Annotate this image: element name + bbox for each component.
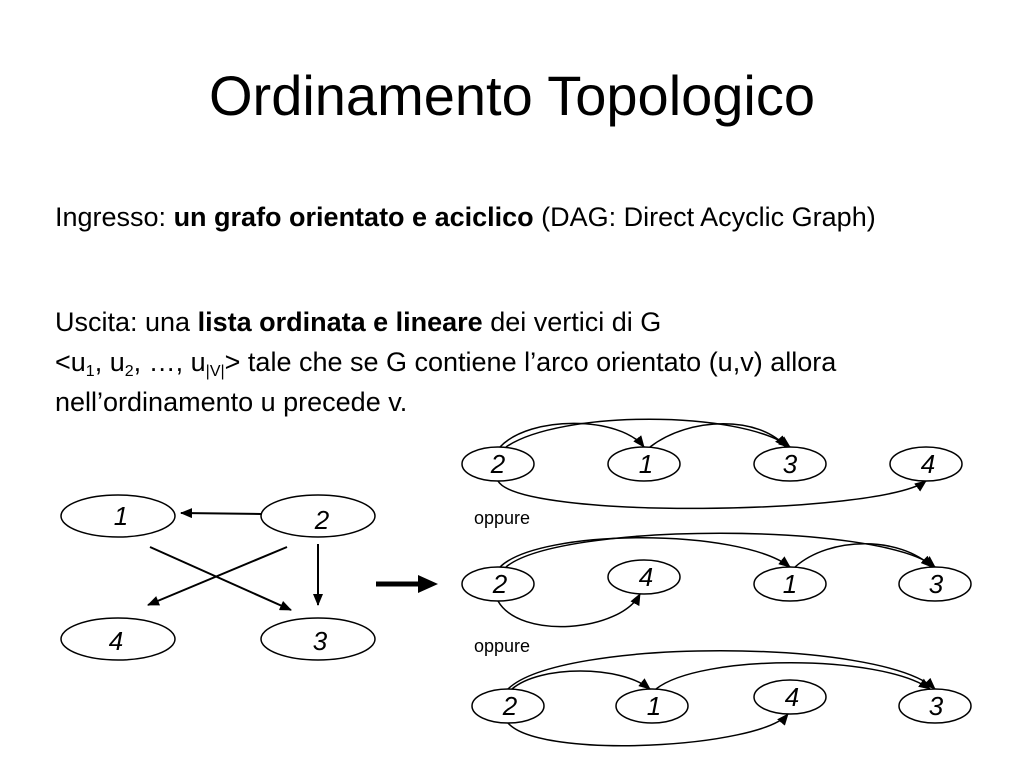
- ordering-2-node-a-label: 2: [492, 569, 508, 599]
- ordering-3-arc-2-1: [511, 670, 651, 690]
- output-description: Uscita: una lista ordinata e lineare dei…: [55, 302, 985, 422]
- graph-node-4: 4: [60, 617, 176, 661]
- ordering-1-node-a: 2: [461, 446, 535, 482]
- ordering-3-node-a-label: 2: [502, 691, 518, 721]
- graph-node-1: 1: [60, 494, 176, 538]
- ordering-1-node-c: 3: [753, 446, 827, 482]
- output-line2-rest: > tale che se G contiene l’arco orientat…: [55, 347, 837, 417]
- ordering-1-arc-2-4: [497, 480, 927, 510]
- ordering-2-arc-2-3: [505, 532, 936, 568]
- ordering-1-node-b: 1: [607, 446, 681, 482]
- oppure-label-1: oppure: [474, 508, 530, 528]
- tuple-open: <u: [55, 347, 86, 377]
- ordering-3-node-a: 2: [471, 688, 545, 724]
- oppure-label-2: oppure: [474, 636, 530, 656]
- source-graph: 1 2 4 3: [60, 494, 376, 661]
- ordering-3-node-d-label: 3: [929, 691, 944, 721]
- output-prefix: Uscita: una: [55, 307, 198, 337]
- tuple-sep-1: , u: [94, 347, 125, 377]
- ordering-2-node-d-label: 3: [929, 569, 944, 599]
- ordering-2-arc-2-1: [499, 537, 791, 568]
- ordering-3-arc-2-4: [507, 713, 789, 747]
- input-suffix: (DAG: Direct Acyclic Graph): [533, 202, 876, 232]
- ordering-2-node-c-label: 1: [783, 569, 797, 599]
- input-prefix: Ingresso:: [55, 202, 174, 232]
- ordering-1-node-d: 4: [889, 446, 963, 482]
- graph-node-2: 2: [260, 494, 376, 538]
- ordering-2: 2 4 1 3: [461, 532, 972, 628]
- ordering-1: 2 1 3 4: [461, 418, 963, 510]
- ordering-2-node-b: 4: [607, 559, 681, 595]
- output-line1-rest: dei vertici di G: [482, 307, 662, 337]
- ordering-3-arc-1-3: [655, 662, 931, 690]
- ordering-3-node-b-label: 1: [647, 691, 661, 721]
- sub-v: |V|: [205, 363, 225, 380]
- ordering-1-node-b-label: 1: [639, 449, 653, 479]
- ordering-3: 2 1 4 3: [471, 650, 972, 747]
- sub-2: 2: [124, 363, 134, 380]
- result-arrow: [376, 575, 438, 593]
- edge-2-1: [180, 508, 262, 519]
- ordering-3-node-d: 3: [898, 688, 972, 724]
- ordering-1-arc-1-3: [649, 423, 787, 448]
- sub-1: 1: [85, 363, 95, 380]
- slide-title: Ordinamento Topologico: [208, 64, 816, 127]
- output-bold: lista ordinata e lineare: [197, 307, 483, 337]
- graph-node-1-label: 1: [114, 501, 128, 531]
- ordering-3-node-b: 1: [615, 688, 689, 724]
- edge-1-3: [149, 546, 292, 611]
- ordering-1-node-a-label: 2: [490, 449, 506, 479]
- ordering-2-node-d: 3: [898, 566, 972, 602]
- ordering-3-node-c-label: 4: [785, 682, 799, 712]
- ordering-2-node-a: 2: [461, 566, 535, 602]
- input-description: Ingresso: un grafo orientato e aciclico …: [55, 197, 985, 237]
- ordering-1-arc-2-3: [505, 418, 791, 448]
- graph-node-2-label: 2: [314, 505, 330, 535]
- ordering-2-node-c: 1: [753, 566, 827, 602]
- edge-2-4: [147, 546, 288, 606]
- ordering-1-node-d-label: 4: [921, 449, 935, 479]
- ordering-2-arc-2-4: [497, 593, 641, 628]
- ordering-3-arc-2-3: [507, 650, 936, 690]
- ordering-1-arc-2-1: [499, 422, 645, 448]
- ordering-3-node-c: 4: [753, 679, 827, 715]
- graph-node-4-label: 4: [109, 626, 123, 656]
- ordering-1-node-c-label: 3: [783, 449, 798, 479]
- tuple-sep-2: , …, u: [133, 347, 206, 377]
- input-bold: un grafo orientato e aciclico: [173, 202, 534, 232]
- ordering-2-arc-1-3: [794, 543, 933, 568]
- graph-node-3: 3: [260, 617, 376, 661]
- ordering-2-node-b-label: 4: [639, 562, 653, 592]
- graph-node-3-label: 3: [313, 626, 328, 656]
